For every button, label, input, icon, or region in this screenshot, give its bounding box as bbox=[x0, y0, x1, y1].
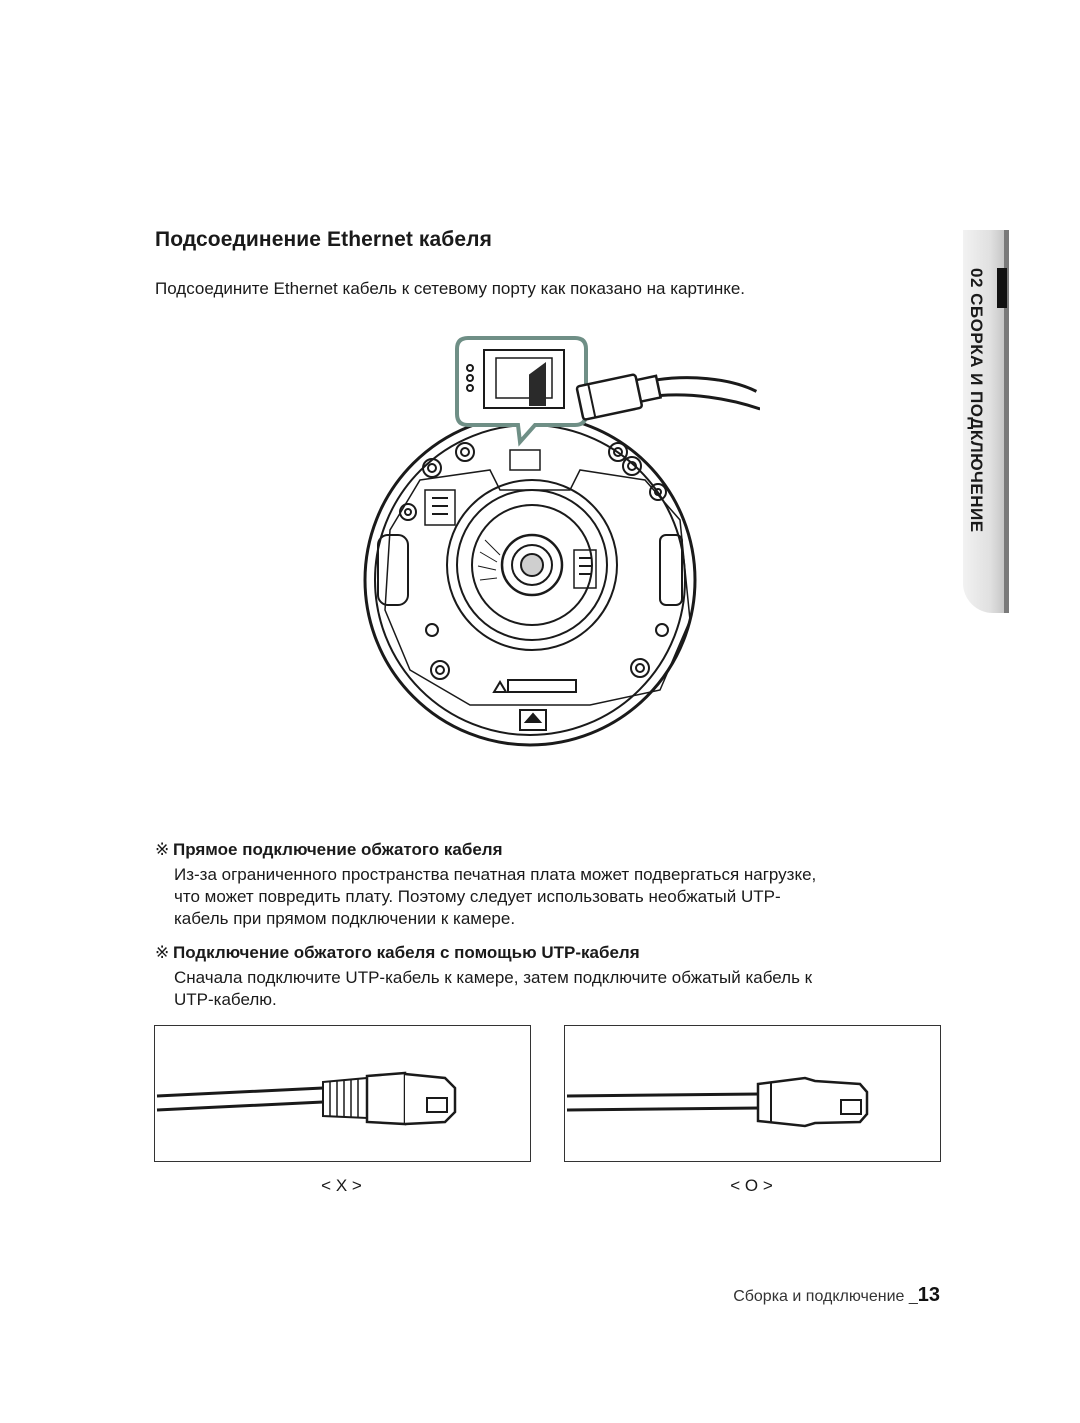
ethernet-plug-icon bbox=[575, 373, 760, 421]
note-line: Сначала подключите UTP-кабель к камере, … bbox=[174, 968, 813, 987]
note-heading-crimped-direct: ※Прямое подключение обжатого кабеля bbox=[155, 840, 503, 860]
camera-connection-illustration bbox=[363, 336, 760, 747]
chapter-tab-edge bbox=[1004, 230, 1009, 613]
note-line: кабель при прямом подключении к камере. bbox=[174, 909, 516, 928]
chapter-tab-label: 02 СБОРКА И ПОДКЛЮЧЕНИЕ bbox=[967, 268, 986, 533]
note-body-utp: Сначала подключите UTP-кабель к камере, … bbox=[174, 967, 944, 1011]
section-intro: Подсоедините Ethernet кабель к сетевому … bbox=[155, 279, 746, 298]
note-heading-text: Прямое подключение обжатого кабеля bbox=[173, 840, 503, 859]
crimped-cable-with-boot-icon bbox=[156, 1071, 457, 1126]
note-line: что может повредить плату. Поэтому следу… bbox=[174, 887, 781, 906]
note-mark: ※ bbox=[155, 840, 170, 859]
note-heading-utp: ※Подключение обжатого кабеля с помощью U… bbox=[155, 943, 640, 963]
note-line: UTP-кабелю. bbox=[174, 990, 277, 1009]
section-title: Подсоединение Ethernet кабеля bbox=[155, 228, 492, 251]
note-mark: ※ bbox=[155, 943, 170, 962]
chapter-tab-marker bbox=[997, 268, 1007, 308]
figure-wrong-cable bbox=[154, 1025, 531, 1162]
note-heading-text: Подключение обжатого кабеля с помощью UT… bbox=[173, 943, 640, 962]
caption-wrong: < X > bbox=[321, 1176, 362, 1195]
screw-icon bbox=[399, 442, 669, 680]
page-footer: Сборка и подключение _13 bbox=[733, 1284, 940, 1307]
note-body-crimped-direct: Из-за ограниченного пространства печатна… bbox=[174, 864, 944, 930]
note-line: Из-за ограниченного пространства печатна… bbox=[174, 865, 817, 884]
uncrimped-cable-icon bbox=[566, 1076, 869, 1128]
page-number: 13 bbox=[917, 1284, 940, 1306]
caption-correct: < O > bbox=[730, 1176, 773, 1195]
footer-text: Сборка и подключение _ bbox=[733, 1288, 918, 1305]
figure-correct-cable bbox=[564, 1025, 941, 1162]
